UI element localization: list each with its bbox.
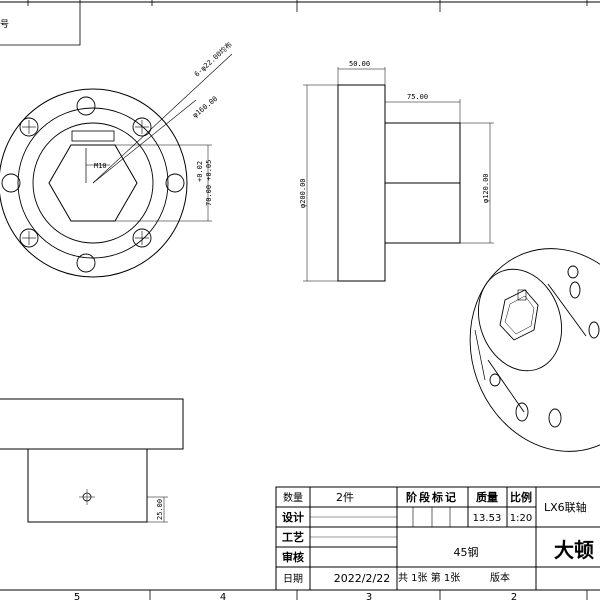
dim-width-50: 50.00 (349, 60, 370, 68)
zone-label: 2 (511, 592, 517, 600)
dim-dia-120: φ120.00 (482, 173, 490, 203)
qty-label: 数量 (283, 491, 303, 504)
dim-width-75: 75.00 (407, 93, 428, 101)
corner-fragment: 号 (0, 19, 9, 30)
dim-slot: M10 (94, 162, 107, 170)
weight-label: 质量 (476, 490, 498, 504)
dim-tol-upper: +0.02 (196, 161, 204, 182)
dim-dia-200: φ200.00 (299, 178, 307, 208)
title-block (275, 486, 600, 591)
date-label: 日期 (283, 573, 303, 585)
zone-label: 3 (366, 592, 372, 600)
weight-value: 13.53 (473, 513, 502, 524)
drawing-name: LX6联轴 (544, 500, 587, 514)
dim-25: 25.00 (156, 499, 164, 520)
bolt-hole (1, 96, 185, 273)
review-label: 审核 (282, 550, 304, 564)
zone-label: 4 (220, 592, 226, 600)
company-name: 大顿 (554, 538, 594, 562)
scale-value: 1:20 (510, 513, 532, 524)
zone-label: 5 (74, 592, 80, 600)
isometric-view (469, 248, 600, 452)
material: 45钢 (454, 546, 479, 559)
version-label: 版本 (490, 571, 510, 584)
stage-label: 阶段标记 (406, 490, 458, 504)
front-view (0, 53, 233, 278)
process-label: 工艺 (282, 530, 304, 544)
dim-holes-note: 6-φ22.00均布 (192, 40, 233, 79)
dim-dia-160: φ160.00 (191, 95, 219, 120)
sheet-info: 共 1张 第 1张 (398, 571, 460, 584)
side-view (303, 67, 494, 282)
dim-tol-lower: 70.00 +0.05 (205, 160, 213, 206)
qty-value: 2件 (336, 491, 354, 504)
design-label: 设计 (282, 510, 304, 524)
bottom-view (0, 398, 184, 523)
scale-label: 比例 (510, 490, 532, 504)
date-value: 2022/2/22 (334, 572, 390, 585)
